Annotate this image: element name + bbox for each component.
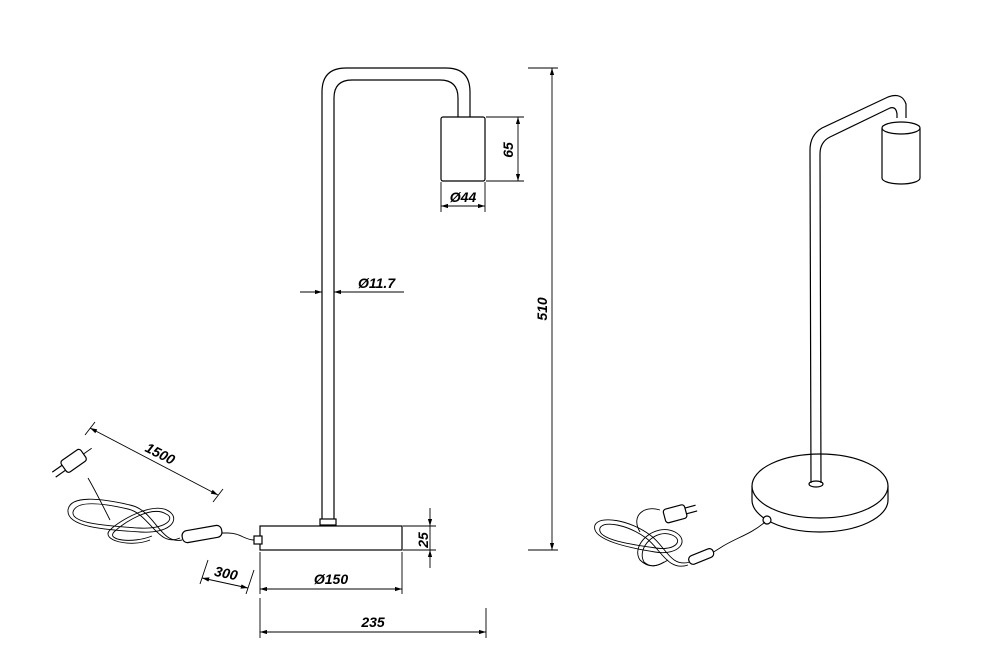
perspective-view — [594, 94, 921, 567]
dim-shade-diameter: Ø44 — [440, 182, 486, 212]
dim-total-depth: 235 — [259, 598, 487, 638]
dim-label-total-depth: 235 — [360, 614, 385, 630]
lamp-socket — [440, 116, 486, 182]
cable-coil — [67, 498, 183, 544]
persp-cable-coil — [594, 519, 691, 567]
persp-tube-foot — [808, 480, 824, 488]
cable-coil-2 — [72, 503, 181, 541]
persp-plug-icon — [662, 504, 698, 524]
dim-total-height: 510 — [528, 67, 558, 551]
front-view: 65 Ø44 Ø11.7 510 1500 — [51, 67, 558, 638]
dim-switch-distance: 300 — [199, 559, 255, 595]
dim-label-base-height: 25 — [415, 532, 431, 549]
persp-tube-inner — [819, 107, 898, 484]
dim-tube-diameter: Ø11.7 — [300, 275, 404, 295]
dim-base-height: 25 — [403, 508, 436, 568]
dim-label-tube-diameter: Ø11.7 — [358, 275, 396, 291]
dim-label-cable-length: 1500 — [143, 439, 178, 467]
persp-socket — [881, 128, 921, 185]
tube-foot — [319, 518, 337, 526]
dim-label-base-diameter: Ø150 — [314, 571, 348, 587]
dim-cable-length: 1500 — [84, 421, 224, 503]
persp-socket-top — [881, 121, 921, 135]
dim-label-switch-distance: 300 — [213, 563, 239, 584]
persp-cable-coil-2 — [599, 523, 689, 567]
dim-shade-height: 65 — [486, 116, 524, 182]
dim-base-diameter: Ø150 — [259, 552, 403, 594]
persp-cable-to-plug — [636, 508, 661, 533]
persp-switch — [688, 548, 715, 565]
lamp-tube-outer — [321, 67, 471, 520]
dim-label-shade-height: 65 — [500, 142, 516, 158]
power-cable — [218, 532, 255, 541]
persp-cable — [711, 521, 766, 554]
lamp-base — [259, 525, 403, 551]
lamp-tube-inner — [333, 79, 459, 520]
dim-label-shade-diameter: Ø44 — [450, 189, 477, 205]
power-plug-icon — [51, 447, 92, 478]
cable-exit — [253, 535, 263, 545]
cable-to-plug — [87, 477, 111, 521]
persp-tube-outer — [809, 94, 907, 484]
dim-label-total-height: 510 — [534, 297, 550, 321]
cable-switch — [181, 524, 223, 544]
